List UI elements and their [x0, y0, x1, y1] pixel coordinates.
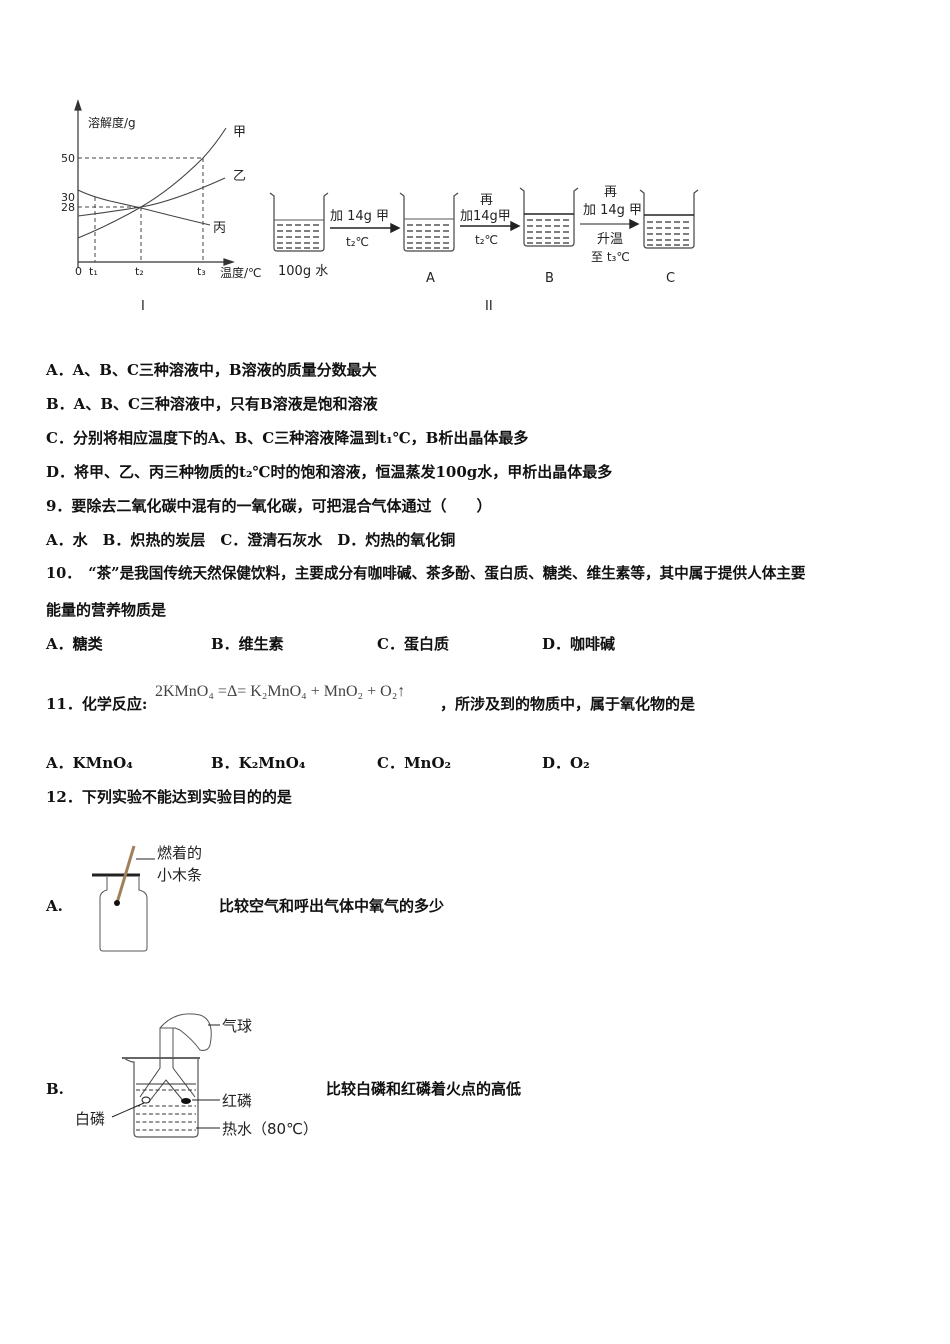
- q9-options: A．水 B．炽热的炭层 C．澄清石灰水 D．灼热的氧化铜: [46, 531, 456, 549]
- figure-caption: II: [485, 299, 493, 314]
- step-label: 再: [604, 185, 617, 200]
- beaker-label: A: [426, 271, 435, 286]
- x-axis-label: 温度/℃: [220, 265, 262, 280]
- step-label: t₂℃: [346, 235, 369, 249]
- curve-label: 甲: [233, 125, 246, 140]
- beaker-label: 100g 水: [278, 264, 328, 279]
- step-label: 升温: [597, 232, 623, 247]
- q10-stem-2: 能量的营养物质是: [46, 601, 167, 619]
- q8-option-c: C．分别将相应温度下的A、B、C三种溶液降温到t₁℃，B析出晶体最多: [46, 429, 529, 447]
- step-label: t₂℃: [475, 233, 498, 247]
- curve-jia: [77, 127, 227, 239]
- q10-option-b: B．维生素: [211, 635, 284, 653]
- diagram-label: 热水（80℃）: [222, 1120, 318, 1138]
- y-tick: 50: [61, 152, 75, 165]
- beaker-water: [269, 192, 329, 252]
- gas-bottle-diagram: 燃着的 小木条: [92, 844, 202, 952]
- x-tick: t₁: [89, 265, 98, 278]
- y-tick: 28: [61, 201, 75, 214]
- q10-option-a: A．糖类: [46, 635, 103, 653]
- figure-caption: I: [141, 299, 145, 314]
- q12-option-a-text: 比较空气和呼出气体中氧气的多少: [219, 897, 445, 915]
- q11-equation: 2KMnO₄ =Δ= K₂MnO₄ + MnO₂ + O₂↑: [155, 683, 406, 700]
- q8-option-a: A．A、B、C三种溶液中，B溶液的质量分数最大: [46, 361, 377, 379]
- q11-option-a: A．KMnO₄: [46, 754, 133, 772]
- diagram-label: 红磷: [222, 1092, 252, 1110]
- diagram-label: 小木条: [157, 866, 202, 884]
- q11-option-b: B．K₂MnO₄: [211, 754, 306, 772]
- step-label: 加 14g 甲: [330, 209, 389, 224]
- step-label: 再: [480, 193, 493, 208]
- q12-stem: 12．下列实验不能达到实验目的的是: [46, 788, 292, 806]
- x-tick: t₂: [135, 265, 144, 278]
- step-label: 至 t₃℃: [591, 250, 630, 264]
- diagram-label: 白磷: [75, 1110, 105, 1128]
- curve-yi: [77, 177, 226, 217]
- q10-option-c: C．蛋白质: [377, 635, 449, 653]
- q11-option-d: D．O₂: [542, 754, 590, 772]
- phosphorus-beaker-diagram: 气球 红磷 白磷 热水（80℃）: [75, 1013, 318, 1138]
- diagram-label: 气球: [222, 1017, 252, 1035]
- step-label: 加 14g 甲: [583, 203, 642, 218]
- q11-option-c: C．MnO₂: [377, 754, 452, 772]
- x-tick: t₃: [197, 265, 206, 278]
- q12-option-a-letter: A.: [46, 897, 63, 915]
- q10-option-d: D．咖啡碱: [542, 635, 616, 653]
- beaker-b: [519, 187, 579, 247]
- q9-stem: 9．要除去二氧化碳中混有的一氧化碳，可把混合气体通过（ ）: [46, 497, 492, 515]
- curve-bing: [77, 189, 211, 226]
- diagram-label: 燃着的: [157, 844, 202, 862]
- beaker-c: [639, 189, 699, 249]
- curve-label: 乙: [233, 169, 246, 184]
- q10-stem: 10． “茶”是我国传统天然保健饮料，主要成分有咖啡碱、茶多酚、蛋白质、糖类、维…: [46, 565, 806, 582]
- q8-option-d: D．将甲、乙、丙三种物质的t₂℃时的饱和溶液，恒温蒸发100g水，甲析出晶体最多: [46, 463, 613, 481]
- q8-option-b: B．A、B、C三种溶液中，只有B溶液是饱和溶液: [46, 395, 378, 413]
- x-tick: 0: [75, 265, 82, 278]
- q12-option-b-letter: B.: [46, 1080, 64, 1098]
- solubility-graph: 溶解度/g 50 30 28 0 t₁ t₂ t₃ 温度/℃ 甲 乙 丙 I: [61, 99, 262, 314]
- beaker-a: [399, 192, 459, 252]
- beaker-label: C: [666, 271, 675, 286]
- step-label: 加14g甲: [460, 209, 511, 224]
- y-tick: 30: [61, 191, 75, 204]
- q12-option-b-text: 比较白磷和红磷着火点的高低: [326, 1080, 522, 1098]
- beaker-label: B: [545, 271, 554, 286]
- beaker-process: 加 14g 甲 t₂℃ 再 加14g甲 t₂℃ 再 加 14g 甲 升温 至 t…: [269, 185, 699, 314]
- y-axis-label: 溶解度/g: [88, 115, 136, 130]
- q11-stem-prefix: 11．化学反应:: [46, 695, 148, 713]
- q11-stem-suffix: ，所涉及到的物质中，属于氧化物的是: [440, 695, 696, 713]
- curve-label: 丙: [213, 221, 226, 236]
